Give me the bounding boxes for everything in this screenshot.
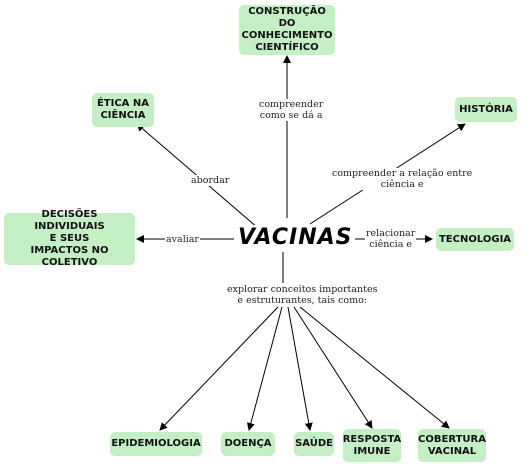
concept-epidemiologia: EPIDEMIOLOGIA <box>110 432 202 456</box>
concept-tecnologia: TECNOLOGIA <box>436 228 514 251</box>
concept-doenca: DOENÇA <box>221 432 275 456</box>
concept-historia: HISTÓRIA <box>455 97 517 122</box>
central-concept: VACINAS <box>236 225 355 250</box>
edge-to-resposta <box>293 306 373 429</box>
concept-saude: SAÚDE <box>294 432 334 456</box>
link-explorar: explorar conceitos importantes e estrutu… <box>226 284 379 306</box>
concept-cobertura: COBERTURA VACINAL <box>418 429 486 462</box>
edge-to-doenca <box>246 306 283 431</box>
edge-to-cobertura <box>299 306 450 429</box>
link-compreender-relacao: compreender a relação entre ciência e <box>331 168 474 190</box>
link-relacionar: relacionar ciência e <box>365 228 417 250</box>
concept-resposta: RESPOSTA IMUNE <box>343 429 401 462</box>
link-avaliar: avaliar <box>165 234 200 245</box>
edge-to-epidemiologia <box>159 306 279 431</box>
concept-etica: ÉTICA NA CIÊNCIA <box>92 93 154 127</box>
link-compreender: compreender como se dá a <box>258 99 325 121</box>
link-abordar: abordar <box>190 175 231 186</box>
concept-construcao: CONSTRUÇÃO DO CONHECIMENTO CIENTÍFICO <box>239 5 335 55</box>
concept-decisoes: DECISÕES INDIVIDUAIS E SEUS IMPACTOS NO … <box>4 209 135 268</box>
edge-to-saude <box>287 306 313 431</box>
